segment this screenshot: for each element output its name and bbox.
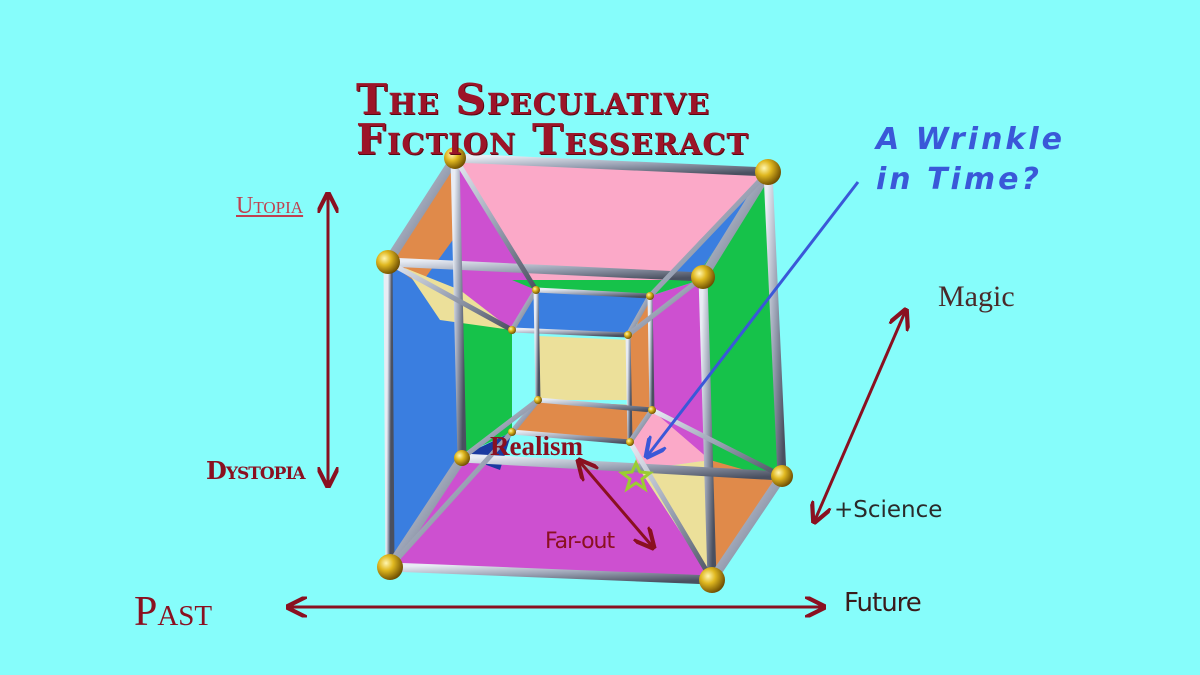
face-inner-cube-front: [538, 336, 630, 400]
wrinkle-line-1: A Wrinkle: [876, 122, 1066, 157]
wrinkle-pointer-arrow: [648, 181, 860, 455]
utopia-label: Utopia: [236, 193, 304, 219]
title-line-2: Fiction Tesseract: [356, 115, 749, 164]
diagram-title: The Speculative Fiction Tesseract: [356, 75, 816, 164]
face-inner-top-blue: [512, 290, 650, 335]
magic-label: Magic: [938, 280, 1015, 313]
dystopia-label: Dystopia: [206, 456, 306, 485]
wrinkle-annotation: A Wrinkle in Time?: [876, 120, 1065, 200]
science-label: +Science: [834, 497, 943, 523]
face-left-orange: [388, 160, 460, 285]
title-line-1: The Speculative: [356, 75, 711, 124]
magic-science-arrow: [815, 312, 905, 520]
future-label: Future: [844, 588, 922, 618]
past-label: Past: [134, 589, 213, 635]
face-inner-left-green: [460, 300, 512, 455]
face-inner-top-pink: [455, 158, 768, 296]
realism-label: Realism: [490, 431, 583, 461]
tesseract-vertices: [376, 147, 793, 593]
face-inner-bottom-orange: [512, 400, 630, 442]
wrinkle-line-2: in Time?: [876, 162, 1042, 197]
star-marker-icon: [618, 459, 654, 493]
farout-label: Far-out: [545, 529, 615, 554]
realism-farout-arrow: [580, 462, 652, 546]
face-inner-left-magenta: [455, 160, 536, 330]
